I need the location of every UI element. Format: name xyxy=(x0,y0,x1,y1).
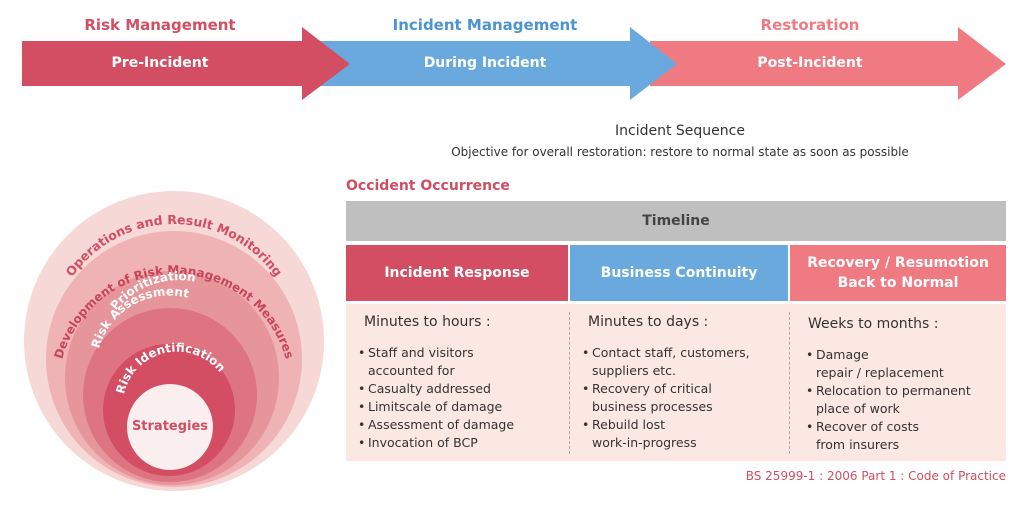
item-list: Contact staff, customers, suppliers etc.… xyxy=(582,344,750,452)
list-item: Recover of costs from insurers xyxy=(806,418,971,454)
timeline-bar: Timeline xyxy=(346,201,1006,241)
col-head-recovery: Recovery / Resumotion Back to Normal xyxy=(790,245,1006,301)
item-list: Staff and visitors accounted forCasualty… xyxy=(358,344,514,452)
duration-label: Weeks to months : xyxy=(808,316,939,332)
list-item: Casualty addressed xyxy=(358,380,514,398)
phase-label-risk-management: Risk Management xyxy=(84,16,236,34)
column-divider xyxy=(569,312,570,454)
phase-label-incident-management: Incident Management xyxy=(392,16,578,34)
strategy-circles: Operations and Result Monitoring Develop… xyxy=(24,191,324,491)
list-item: Assessment of damage xyxy=(358,416,514,434)
citation: BS 25999-1 : 2006 Part 1 : Code of Pract… xyxy=(745,469,1006,483)
item-list: Damage repair / replacementRelocation to… xyxy=(806,346,971,454)
column-divider xyxy=(789,312,790,454)
sequence-title: Incident Sequence xyxy=(615,123,745,139)
list-item: Rebuild lost work-in-progress xyxy=(582,416,750,452)
list-item: Damage repair / replacement xyxy=(806,346,971,382)
list-item: Relocation to permanent place of work xyxy=(806,382,971,418)
timeline-label: Timeline xyxy=(642,213,710,229)
col-head-incident-response: Incident Response xyxy=(346,245,568,301)
column-business-continuity: Minutes to days : Contact staff, custome… xyxy=(582,304,782,461)
list-item: Invocation of BCP xyxy=(358,434,514,452)
arrow-post-incident xyxy=(650,27,1006,100)
list-item: Limitscale of damage xyxy=(358,398,514,416)
duration-label: Minutes to hours : xyxy=(364,314,491,330)
column-recovery: Weeks to months : Damage repair / replac… xyxy=(806,304,1002,461)
col-head-label: Recovery / Resumotion Back to Normal xyxy=(807,255,989,291)
col-head-label: Incident Response xyxy=(384,265,530,281)
sequence-subtitle: Objective for overall restoration: resto… xyxy=(451,145,909,159)
arrow-text-post-incident: Post-Incident xyxy=(757,55,863,71)
column-incident-response: Minutes to hours : Staff and visitors ac… xyxy=(358,304,563,461)
core-label-strategies: Strategies xyxy=(131,418,209,434)
arrow-pre-incident xyxy=(22,27,350,100)
arrow-during-incident xyxy=(320,27,677,100)
arrow-text-during-incident: During Incident xyxy=(423,55,547,71)
phase-label-restoration: Restoration xyxy=(760,16,860,34)
phase-arrows xyxy=(22,27,1006,100)
col-head-label: Business Continuity xyxy=(600,265,758,281)
duration-label: Minutes to days : xyxy=(588,314,709,330)
arrow-text-pre-incident: Pre-Incident xyxy=(111,55,209,71)
list-item: Contact staff, customers, suppliers etc. xyxy=(582,344,750,380)
occurrence-label: Occident Occurrence xyxy=(346,178,510,194)
core-strategies xyxy=(127,384,213,470)
col-head-business-continuity: Business Continuity xyxy=(570,245,788,301)
list-item: Recovery of critical business processes xyxy=(582,380,750,416)
list-item: Staff and visitors accounted for xyxy=(358,344,514,380)
